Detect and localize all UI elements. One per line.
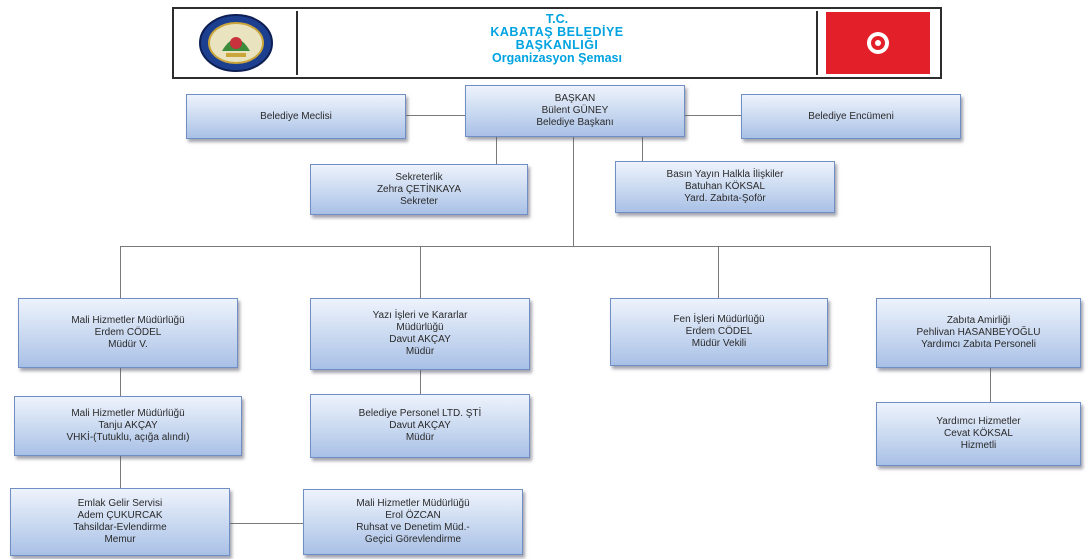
box-text: Müdür (405, 346, 435, 357)
box-text: Cevat KÖKSAL (944, 428, 1013, 439)
box-belediye-meclisi: Belediye Meclisi (186, 94, 406, 139)
box-text: BAŞKAN (554, 93, 596, 104)
box-text: Yazı İşleri ve Kararlar (372, 310, 468, 321)
connector-meclis-baskan (406, 115, 466, 116)
connector-horizontal-bus (120, 246, 990, 247)
title-line-2: KABATAŞ BELEDİYE (490, 25, 624, 39)
box-text: Erdem CÖDEL (94, 327, 162, 338)
box-text: Müdür Vekili (691, 338, 747, 349)
flag-icon (826, 12, 930, 74)
box-text: Erdem CÖDEL (685, 326, 753, 337)
box-text: Geçici Görevlendirme (364, 534, 462, 545)
box-text: Sekreterlik (395, 171, 443, 183)
connector-baskan-encumen (684, 115, 741, 116)
chart-title: T.C. KABATAŞ BELEDİYE BAŞKANLIĞI Organiz… (298, 13, 816, 65)
box-text: Erol ÖZCAN (385, 510, 441, 521)
box-text: Sekreter (400, 195, 438, 207)
connector-mali2-emlak (120, 456, 121, 488)
connector-bus-mali1 (120, 246, 121, 298)
box-text: VHKİ-(Tutuklu, açığa alındı) (66, 432, 190, 443)
box-text: Batuhan KÖKSAL (684, 181, 766, 192)
connector-mali1-mali2 (120, 368, 121, 396)
box-text: Tanju AKÇAY (98, 420, 158, 431)
box-yazi-isleri: Yazı İşleri ve Kararlar Müdürlüğü Davut … (310, 298, 530, 370)
box-belediye-encumeni: Belediye Encümeni (741, 94, 961, 139)
box-text: Yard. Zabıta-Şoför (684, 193, 766, 204)
box-basin-yayin: Basın Yayın Halkla İlişkiler Batuhan KÖK… (615, 161, 835, 213)
chart-header: T.C. KABATAŞ BELEDİYE BAŞKANLIĞI Organiz… (172, 7, 942, 79)
connector-zabita-yardimci (990, 368, 991, 402)
box-emlak-gelir: Emlak Gelir Servisi Adem ÇUKURCAK Tahsil… (10, 488, 230, 556)
connector-yazi-personel (420, 370, 421, 394)
box-baskan: BAŞKAN Bülent GÜNEY Belediye Başkanı (465, 85, 685, 137)
box-text: Zabıta Amirliği (946, 315, 1011, 326)
box-text: Tahsildar-Evlendirme (73, 522, 167, 533)
connector-baskan-sekreterlik (496, 136, 497, 164)
box-text: Müdür V. (108, 339, 148, 350)
box-zabita-amirligi: Zabıta Amirliği Pehlivan HASANBEYOĞLU Ya… (876, 298, 1081, 368)
connector-bus-yazi (420, 246, 421, 298)
title-line-1: T.C. (545, 12, 569, 26)
box-fen-isleri: Fen İşleri Müdürlüğü Erdem CÖDEL Müdür V… (610, 298, 828, 366)
box-text: Emlak Gelir Servisi (77, 498, 163, 509)
box-text: Davut AKÇAY (389, 334, 451, 345)
box-text: Mali Hizmetler Müdürlüğü (356, 498, 470, 509)
box-yardimci-hizmetler: Yardımcı Hizmetler Cevat KÖKSAL Hizmetli (876, 402, 1081, 466)
box-text: Bülent GÜNEY (541, 105, 609, 116)
connector-bus-fen (718, 246, 719, 298)
box-text: Müdür (405, 432, 435, 443)
box-mali-hizmetler-3: Mali Hizmetler Müdürlüğü Erol ÖZCAN Ruhs… (303, 489, 523, 555)
title-line-4: Organizasyon Şeması (492, 51, 622, 65)
seal-icon (199, 14, 273, 72)
box-text: Basın Yayın Halkla İlişkiler (666, 169, 784, 180)
box-text: Belediye Başkanı (536, 117, 614, 128)
connector-emlak-mali3 (230, 523, 303, 524)
box-text: Belediye Personel LTD. ŞTİ (358, 408, 482, 419)
box-text: Davut AKÇAY (389, 420, 451, 431)
flag-emblem-logo (816, 11, 938, 75)
box-mali-hizmetler-2: Mali Hizmetler Müdürlüğü Tanju AKÇAY VHK… (14, 396, 242, 456)
box-sekreterlik: Sekreterlik Zehra ÇETİNKAYA Sekreter (310, 164, 528, 215)
box-text: Adem ÇUKURCAK (77, 510, 163, 521)
box-belediye-personel: Belediye Personel LTD. ŞTİ Davut AKÇAY M… (310, 394, 530, 458)
box-text: Memur (104, 534, 136, 545)
title-line-3: BAŞKANLIĞI (515, 38, 599, 52)
connector-baskan-trunk (573, 136, 574, 246)
box-text: Belediye Meclisi (260, 110, 332, 122)
box-text: Belediye Encümeni (808, 110, 894, 122)
box-mali-hizmetler-1: Mali Hizmetler Müdürlüğü Erdem CÖDEL Müd… (18, 298, 238, 368)
box-text: Müdürlüğü (396, 322, 444, 333)
municipality-seal-logo (176, 11, 298, 75)
box-text: Mali Hizmetler Müdürlüğü (71, 315, 185, 326)
box-text: Zehra ÇETİNKAYA (376, 183, 462, 195)
box-text: Pehlivan HASANBEYOĞLU (916, 327, 1041, 338)
connector-baskan-basin (642, 136, 643, 164)
box-text: Yardımcı Zabıta Personeli (921, 339, 1036, 350)
box-text: Mali Hizmetler Müdürlüğü (71, 408, 185, 419)
box-text: Hizmetli (960, 440, 997, 451)
connector-bus-zabita (990, 246, 991, 298)
box-text: Fen İşleri Müdürlüğü (673, 314, 765, 325)
box-text: Ruhsat ve Denetim Müd.- (356, 522, 470, 533)
box-text: Yardımcı Hizmetler (936, 416, 1021, 427)
